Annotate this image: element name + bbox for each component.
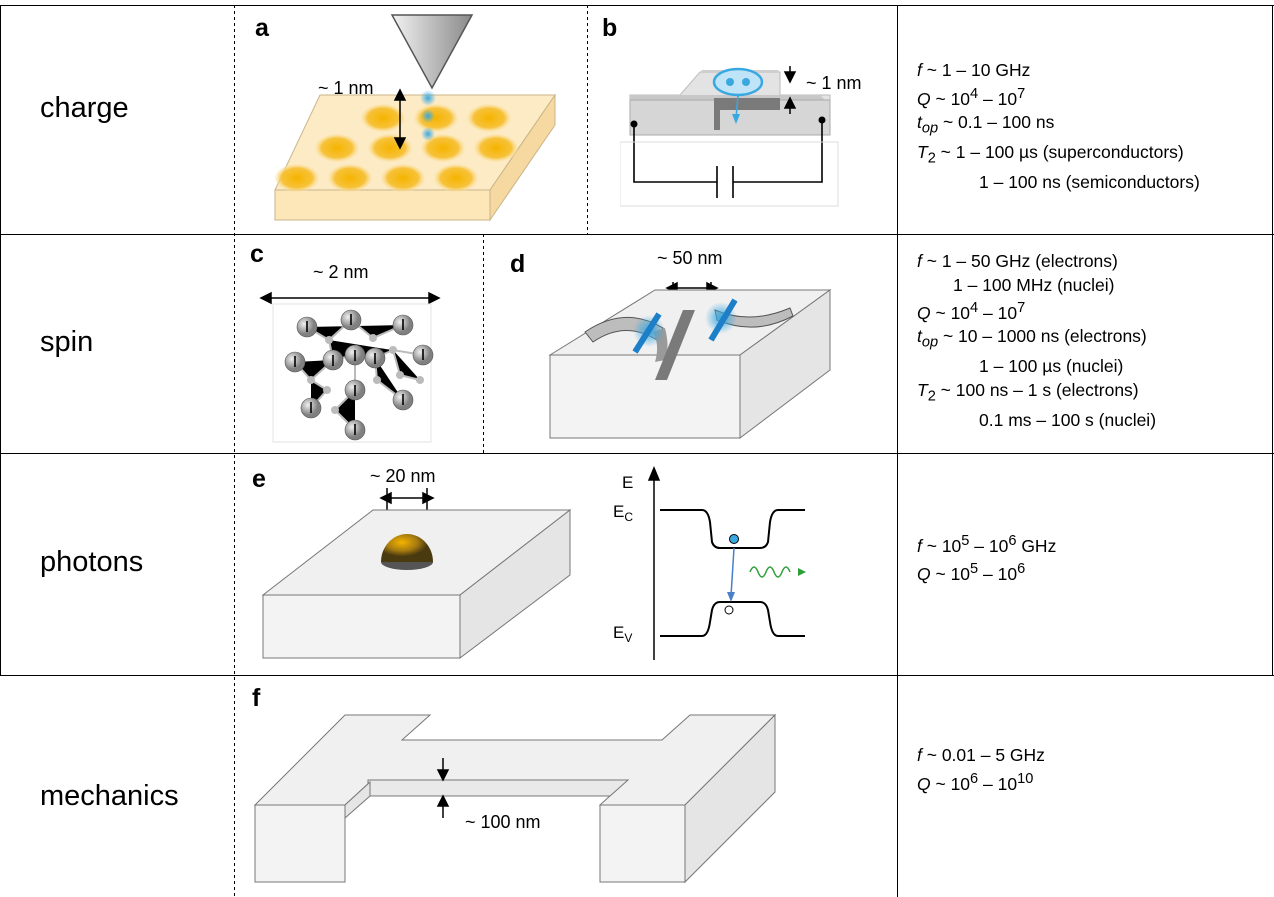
panel-c-illustration xyxy=(259,291,441,443)
row-label-photons: photons xyxy=(40,546,144,578)
panel-e-dimension: ~ 20 nm xyxy=(370,466,436,486)
row-label-charge: charge xyxy=(40,92,129,124)
panel-letter-b: b xyxy=(602,14,618,42)
panel-f-illustration xyxy=(253,713,777,884)
row-label-mechanics: mechanics xyxy=(40,780,179,812)
panel-c-dimension: ~ 2 nm xyxy=(313,262,369,282)
panel-f-dimension: ~ 100 nm xyxy=(465,812,541,832)
panel-letter-a: a xyxy=(255,14,269,42)
spec-spin-topb: 1 – 100 µs (nuclei) xyxy=(979,356,1124,377)
panel-a-illustration xyxy=(274,14,556,222)
spec-photons-f: f ~ 105 – 106 GHz xyxy=(917,533,1057,556)
panel-d-illustration xyxy=(548,281,832,440)
spec-charge-t2b: 1 – 100 ns (semiconductors) xyxy=(979,171,1200,192)
specs-charge: f ~ 1 – 10 GHz Q ~ 104 – 107 top ~ 0.1 –… xyxy=(917,59,1200,194)
specs-photons: f ~ 105 – 106 GHz Q ~ 105 – 106 xyxy=(917,530,1056,587)
substrate-side xyxy=(489,93,556,222)
panel-a-dimension: ~ 1 nm xyxy=(318,78,374,98)
spec-charge-t2: T2 ~ 1 – 100 µs (superconductors) xyxy=(917,141,1184,167)
band-diagram: E EC EV xyxy=(613,466,806,660)
spec-spin-fb: 1 – 100 MHz (nuclei) xyxy=(953,274,1115,295)
band-label-ec: EC xyxy=(613,502,633,524)
specs-mechanics: f ~ 0.01 – 5 GHz Q ~ 106 – 1010 xyxy=(917,744,1045,796)
panel-letter-d: d xyxy=(510,250,526,278)
panel-b-illustration xyxy=(620,66,839,207)
panel-letter-f: f xyxy=(252,684,261,712)
spec-spin-q: Q ~ 104 – 107 xyxy=(917,300,1026,323)
panel-letter-c: c xyxy=(250,240,264,268)
row-label-spin: spin xyxy=(40,326,94,358)
spec-charge-q: Q ~ 104 – 107 xyxy=(917,85,1026,109)
substrate-front xyxy=(274,189,491,221)
panel-b-dimension: ~ 1 nm xyxy=(806,73,862,93)
spec-mechanics-f: f ~ 0.01 – 5 GHz xyxy=(917,745,1045,765)
panel-e-illustration xyxy=(261,488,572,660)
band-label-e: E xyxy=(622,473,633,492)
spec-charge-top: top ~ 0.1 – 100 ns xyxy=(917,111,1055,137)
spec-spin-top: top ~ 10 – 1000 ns (electrons) xyxy=(917,326,1147,351)
spec-spin-f: f ~ 1 – 50 GHz (electrons) xyxy=(917,251,1118,271)
stm-tip xyxy=(390,14,474,90)
panel-d-dimension: ~ 50 nm xyxy=(657,248,723,268)
specs-spin: f ~ 1 – 50 GHz (electrons) 1 – 100 MHz (… xyxy=(917,250,1156,432)
spec-spin-t2: T2 ~ 100 ns – 1 s (electrons) xyxy=(917,379,1139,405)
panel-letter-e: e xyxy=(252,465,266,493)
spec-photons-q: Q ~ 105 – 106 xyxy=(917,561,1026,585)
spec-mechanics-q: Q ~ 106 – 1010 xyxy=(917,770,1034,794)
band-label-ev: EV xyxy=(613,623,632,645)
spec-charge-f: f ~ 1 – 10 GHz xyxy=(917,60,1031,80)
spec-spin-t2b: 0.1 ms – 100 s (nuclei) xyxy=(979,409,1157,430)
